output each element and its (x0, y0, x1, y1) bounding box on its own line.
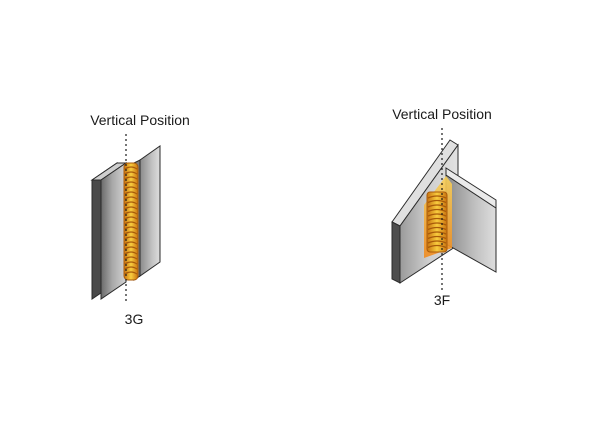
weld-ripple (124, 171, 138, 175)
weld-ripple (124, 251, 138, 255)
weld-ripple (124, 231, 138, 235)
weld-ripple (427, 222, 447, 226)
weld-ripples-3f (427, 195, 447, 249)
weld-ripple (124, 211, 138, 215)
weld-ripple (427, 226, 447, 231)
weld-ripple (427, 208, 447, 213)
weld-ripple (124, 196, 138, 200)
weld-ripple (427, 240, 447, 244)
weld-ripple (124, 236, 138, 240)
weld-ripple (124, 246, 138, 250)
weld-ripple (124, 216, 138, 220)
weld-ripple (124, 266, 138, 270)
left-plate (90, 162, 128, 300)
weld-ripple (427, 235, 447, 240)
weld-ripple (124, 181, 138, 185)
back-plate-edge (391, 221, 401, 284)
stem-plate-top (445, 167, 497, 209)
weld-ripple (124, 201, 138, 205)
weld-ripple (124, 226, 138, 230)
weld-ripple (124, 261, 138, 265)
weld-ripple (124, 206, 138, 210)
weld-ripple (124, 191, 138, 195)
figure-3f (391, 128, 497, 290)
weld-ripple (427, 244, 447, 249)
weld-ripple (427, 199, 447, 204)
left-plate-face (100, 162, 127, 300)
figure-3g (90, 134, 161, 302)
weld-bead-3g (123, 162, 139, 281)
right-plate-face (139, 145, 161, 277)
weld-ripple (124, 221, 138, 225)
weld-ripple (124, 271, 138, 275)
weld-ripple (124, 186, 138, 190)
weld-ripple (427, 195, 447, 199)
figure-3f-title: Vertical Position (392, 106, 492, 122)
figure-3g-title: Vertical Position (90, 112, 190, 128)
weld-ripple (427, 213, 447, 217)
weld-ripples-3g (124, 166, 138, 275)
figure-3f-code: 3F (433, 292, 451, 308)
weld-ripple (124, 241, 138, 245)
weld-bead-3f (426, 191, 448, 253)
figure-3g-code: 3G (124, 311, 144, 327)
weld-ripple (124, 176, 138, 180)
stem-plate (445, 167, 497, 273)
weld-ripple (427, 204, 447, 208)
weld-ripple (427, 217, 447, 222)
weld-ripple (124, 256, 138, 260)
weld-ripple (124, 166, 138, 170)
weld-ripple (427, 231, 447, 235)
